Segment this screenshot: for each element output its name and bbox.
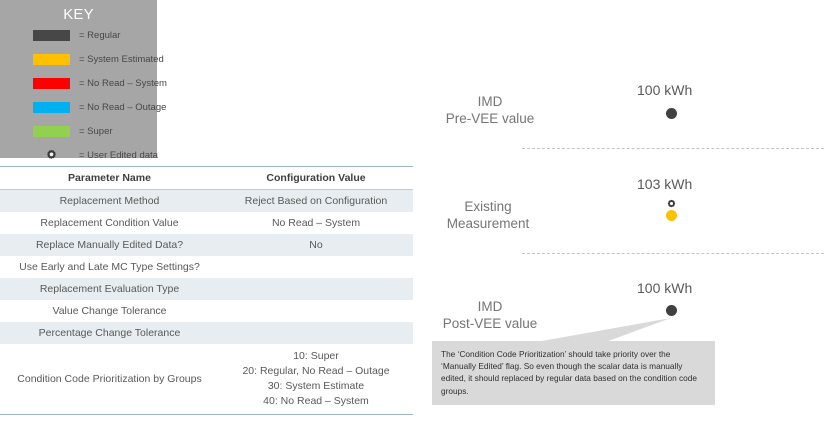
table-row: Replace Manually Edited Data? No bbox=[0, 234, 413, 256]
cell-configuration-value: Reject Based on Configuration bbox=[219, 189, 413, 212]
stage-divider-1 bbox=[522, 148, 824, 149]
key-item-no-read-outage: = No Read – Outage bbox=[0, 96, 166, 118]
key-item-system-estimated: = System Estimated bbox=[0, 48, 164, 70]
table-row: Replacement Evaluation Type bbox=[0, 278, 413, 300]
key-label-no-read-outage: = No Read – Outage bbox=[79, 101, 167, 113]
value-label-post-vee: 100 kWh bbox=[637, 280, 693, 296]
cell-configuration-value bbox=[219, 256, 413, 278]
swatch-system-estimated bbox=[33, 53, 70, 65]
cell-parameter-name: Percentage Change Tolerance bbox=[0, 322, 219, 344]
swatch-super bbox=[33, 125, 70, 137]
cell-parameter-name: Replace Manually Edited Data? bbox=[0, 234, 219, 256]
value-label-existing-measurement: 103 kWh bbox=[637, 176, 693, 192]
key-item-super: = Super bbox=[0, 120, 157, 142]
table-row: Value Change Tolerance bbox=[0, 300, 413, 322]
user-edited-gear-icon bbox=[666, 197, 677, 208]
cell-parameter-name: Condition Code Prioritization by Groups bbox=[0, 344, 219, 415]
cell-configuration-value bbox=[219, 300, 413, 322]
key-label-no-read-system: = No Read – System bbox=[79, 77, 167, 89]
data-point-pre-vee bbox=[666, 108, 677, 119]
vee-flow-diagram: IMD Pre-VEE value 100 kWh Existing Measu… bbox=[415, 0, 824, 423]
swatch-no-read-system bbox=[33, 77, 70, 89]
data-point-post-vee bbox=[666, 305, 677, 316]
cell-parameter-name: Value Change Tolerance bbox=[0, 300, 219, 322]
key-label-user-edited: = User Edited data bbox=[79, 149, 158, 161]
key-label-regular: = Regular bbox=[79, 29, 121, 41]
key-item-regular: = Regular bbox=[0, 24, 157, 46]
table-row: Percentage Change Tolerance bbox=[0, 322, 413, 344]
cell-configuration-value: 10: Super 20: Regular, No Read – Outage … bbox=[219, 344, 413, 415]
stage-label-existing-measurement: Existing Measurement bbox=[446, 199, 530, 231]
callout-note: The ‘Condition Code Prioritization’ shou… bbox=[432, 341, 715, 405]
gear-icon bbox=[33, 148, 70, 162]
table-row: Replacement Condition Value No Read – Sy… bbox=[0, 212, 413, 234]
cell-parameter-name: Use Early and Late MC Type Settings? bbox=[0, 256, 219, 278]
value-label-pre-vee: 100 kWh bbox=[637, 82, 693, 98]
swatch-regular bbox=[33, 29, 70, 41]
cell-configuration-value bbox=[219, 322, 413, 344]
cell-configuration-value: No Read – System bbox=[219, 212, 413, 234]
table-row: Condition Code Prioritization by Groups … bbox=[0, 344, 413, 415]
column-header-parameter-name: Parameter Name bbox=[0, 166, 219, 190]
cell-parameter-name: Replacement Evaluation Type bbox=[0, 278, 219, 300]
stage-divider-2 bbox=[522, 253, 824, 254]
cell-configuration-value bbox=[219, 278, 413, 300]
table-row: Replacement Method Reject Based on Confi… bbox=[0, 189, 413, 212]
cell-parameter-name: Replacement Method bbox=[0, 189, 219, 212]
cell-parameter-name: Replacement Condition Value bbox=[0, 212, 219, 234]
stage-label-pre-vee: IMD Pre-VEE value bbox=[445, 94, 535, 126]
column-header-configuration-value: Configuration Value bbox=[219, 166, 413, 190]
key-item-no-read-system: = No Read – System bbox=[0, 72, 167, 94]
key-legend-panel: KEY = Regular = System Estimated = No Re… bbox=[0, 0, 167, 161]
table-header-row: Parameter Name Configuration Value bbox=[0, 166, 413, 190]
key-title: KEY bbox=[63, 6, 94, 23]
configuration-parameters-table: Parameter Name Configuration Value Repla… bbox=[0, 166, 413, 415]
data-point-existing-measurement bbox=[666, 210, 677, 221]
cell-configuration-value: No bbox=[219, 234, 413, 256]
swatch-no-read-outage bbox=[33, 101, 70, 113]
stage-label-post-vee: IMD Post-VEE value bbox=[442, 299, 538, 331]
key-item-user-edited: = User Edited data bbox=[0, 144, 158, 166]
key-label-super: = Super bbox=[79, 125, 113, 137]
table-row: Use Early and Late MC Type Settings? bbox=[0, 256, 413, 278]
key-label-system-estimated: = System Estimated bbox=[79, 53, 164, 65]
